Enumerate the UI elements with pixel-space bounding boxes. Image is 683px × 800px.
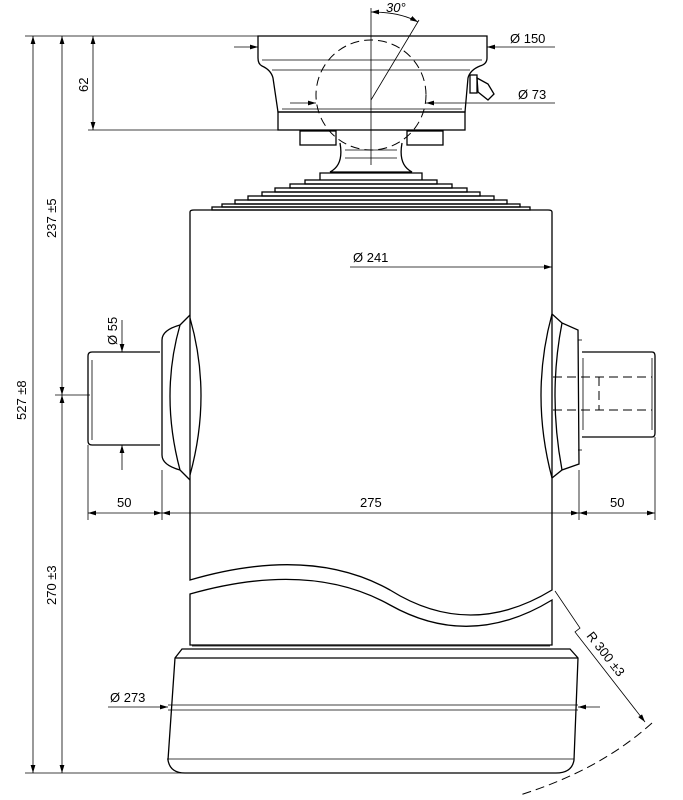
svg-text:30°: 30°	[386, 0, 406, 15]
dimension-base-diameter: Ø 273	[108, 690, 600, 710]
svg-text:527 ±8: 527 ±8	[14, 380, 29, 420]
extension-lines	[25, 35, 330, 774]
cylinder-base	[167, 645, 579, 774]
svg-text:270 ±3: 270 ±3	[44, 565, 59, 605]
bellows	[211, 172, 531, 211]
left-trunnion-pin	[87, 314, 202, 481]
right-trunnion-pin	[540, 313, 656, 479]
svg-text:Ø 241: Ø 241	[353, 250, 388, 265]
svg-text:62: 62	[76, 78, 91, 92]
svg-text:Ø 150: Ø 150	[510, 31, 545, 46]
dimension-base-radius: R 300 ±3	[519, 590, 653, 796]
svg-text:Ø 55: Ø 55	[105, 317, 120, 345]
dimension-pin-right-length: 50	[610, 495, 624, 510]
dimension-upper-height: 237 ±5	[44, 36, 65, 395]
dimension-body-diameter: Ø 241	[350, 250, 552, 270]
dimension-horizontal: 50 275 50	[87, 437, 656, 520]
svg-text:237 ±5: 237 ±5	[44, 198, 59, 238]
dimension-head-diameter: Ø 150	[234, 31, 555, 50]
cylinder-head: 30°	[257, 0, 495, 173]
grease-nipple-icon	[469, 74, 495, 101]
dimension-trunnion-span: 275	[360, 495, 382, 510]
cylinder-body	[189, 209, 553, 646]
dimension-lower-height: 270 ±3	[44, 395, 65, 773]
svg-text:Ø 273: Ø 273	[110, 690, 145, 705]
dimension-pin-left-length: 50	[117, 495, 131, 510]
dimension-overall-height: 527 ±8	[14, 36, 36, 773]
svg-text:Ø 73: Ø 73	[518, 87, 546, 102]
dimension-head-height: 62	[76, 36, 96, 130]
dimension-ball-diameter: Ø 73	[290, 87, 555, 106]
dimension-pin-diameter: Ø 55	[105, 317, 125, 470]
